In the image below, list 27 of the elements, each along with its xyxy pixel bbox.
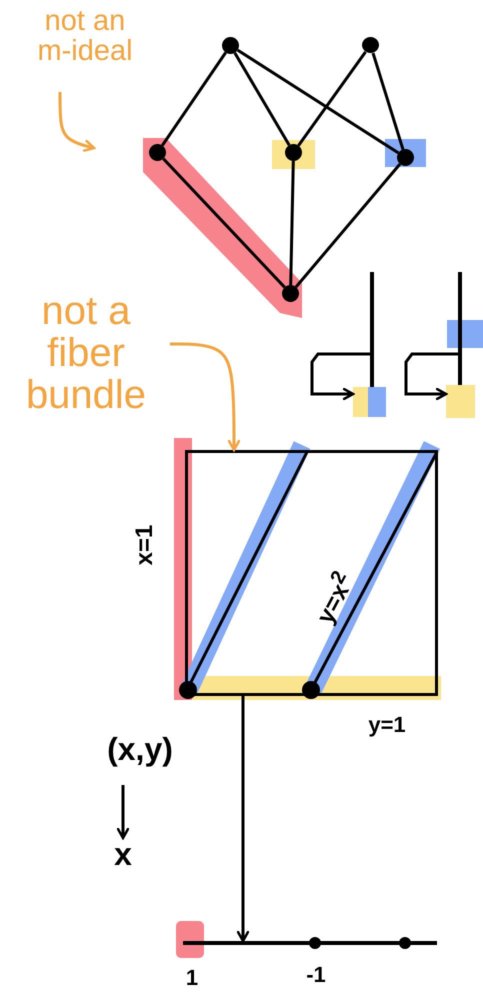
equation-label: y=1 <box>368 712 406 738</box>
tick-label: 1 <box>186 965 198 991</box>
equation-label: x=1 <box>131 524 159 566</box>
graph-edge <box>297 51 367 146</box>
vertex-dot <box>362 37 379 53</box>
graph-edge <box>372 52 404 150</box>
graph-edge <box>162 158 286 288</box>
arrow <box>310 352 370 400</box>
annotation-text: not a fiber bundle <box>2 290 170 440</box>
arrow <box>236 696 250 942</box>
annotation-text: not an m-ideal <box>26 6 144 92</box>
vertex-dot <box>222 37 239 54</box>
tick-label: -1 <box>306 962 326 988</box>
variable-label: x <box>105 838 141 880</box>
graph-edge <box>234 52 290 146</box>
point-label: (x,y) <box>92 733 188 785</box>
curved-arrow <box>58 92 96 152</box>
graph-edge <box>294 163 402 288</box>
graph-edge <box>236 48 400 154</box>
highlight-patch <box>446 385 475 418</box>
square-outline <box>185 450 438 696</box>
arrow <box>116 785 130 840</box>
graph-edge <box>289 160 295 286</box>
curved-arrow <box>170 342 240 452</box>
highlight-patch <box>353 387 386 417</box>
graph-edge <box>161 52 227 146</box>
arrow <box>404 352 458 400</box>
